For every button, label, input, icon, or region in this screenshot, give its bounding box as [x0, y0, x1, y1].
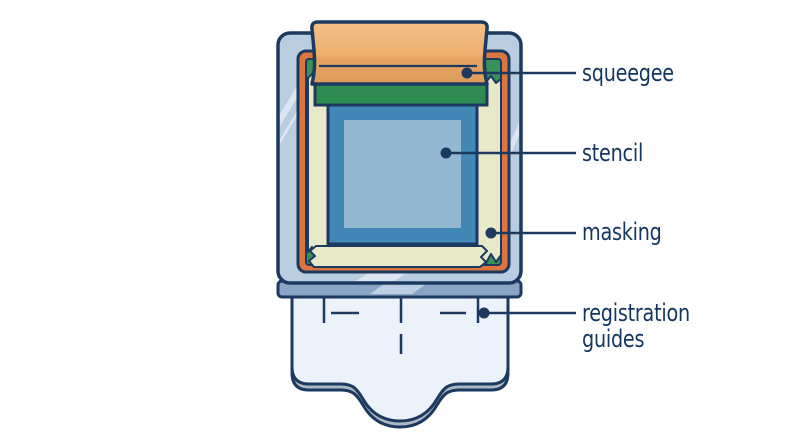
ink-bar [313, 82, 489, 107]
frame-highlight-left-thin [280, 111, 297, 144]
label-squeegee: squeegee [582, 59, 674, 87]
leader-lines [446, 71, 576, 315]
masking-tape-bottom [308, 245, 488, 268]
squeegee-blade [310, 20, 489, 86]
frame-highlight-left [280, 86, 297, 126]
platen [290, 295, 510, 423]
stencil-open-area [344, 120, 461, 228]
registration-guide-marks [322, 297, 480, 354]
leader-dot-stencil [440, 147, 452, 159]
frame-bottom-edge-highlight [370, 284, 426, 294]
label-masking: masking [582, 218, 662, 246]
leader-dot-registration [478, 307, 490, 319]
leader-dot-squeegee [461, 67, 473, 79]
label-registration-guides: registration guides [582, 299, 690, 353]
leader-dots [440, 67, 497, 319]
leader-dot-masking [485, 227, 497, 239]
label-stencil: stencil [582, 139, 644, 167]
